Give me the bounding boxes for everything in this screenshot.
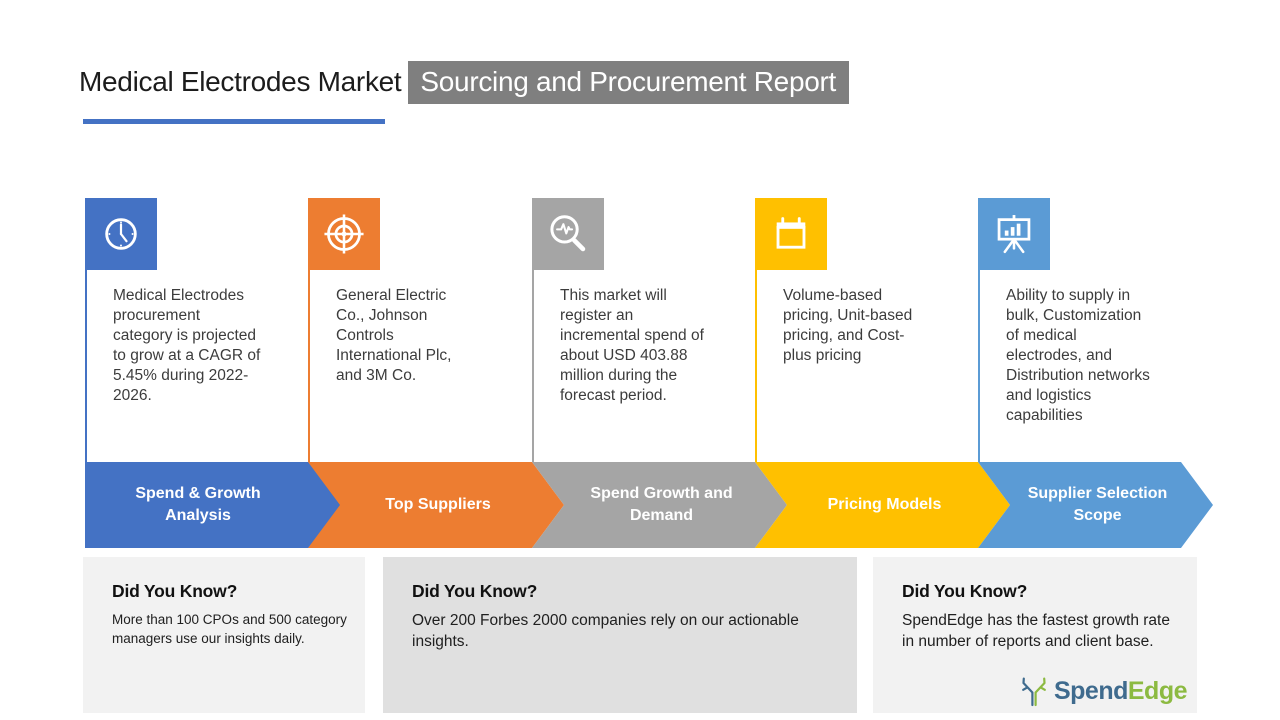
- did-you-know-heading: Did You Know?: [902, 581, 1028, 601]
- chevron-supplier-selection-scope: Supplier Selection Scope: [978, 462, 1213, 548]
- did-you-know-heading: Did You Know?: [412, 581, 538, 601]
- step-column-pricing-models: Volume-based pricing, Unit-based pricing…: [755, 198, 979, 462]
- step-description: General Electric Co., Johnson Controls I…: [336, 287, 452, 384]
- logo-edge: Edge: [1127, 676, 1188, 705]
- chevron-spend-growth-demand: Spend Growth and Demand: [532, 462, 787, 548]
- step-description: This market will register an incremental…: [560, 287, 704, 404]
- did-you-know-text: SpendEdge has the fastest growth rate in…: [902, 612, 1170, 650]
- spendedge-logo-icon: [1019, 675, 1049, 707]
- step-column-top-suppliers: General Electric Co., Johnson Controls I…: [308, 198, 532, 462]
- did-you-know-box-3: Did You Know? SpendEdge has the fastest …: [873, 557, 1197, 713]
- did-you-know-text: More than 100 CPOs and 500 category mana…: [112, 612, 347, 646]
- calendar-icon: [755, 198, 827, 270]
- column-accent-line: [978, 198, 980, 462]
- did-you-know-heading: Did You Know?: [112, 581, 238, 601]
- spendedge-logo-text: SpendEdge: [1053, 676, 1188, 706]
- step-column-supplier-selection: Ability to supply in bulk, Customization…: [978, 198, 1202, 462]
- did-you-know-text: Over 200 Forbes 2000 companies rely on o…: [412, 612, 799, 650]
- did-you-know-box-2: Did You Know? Over 200 Forbes 2000 compa…: [383, 557, 857, 713]
- column-accent-line: [755, 198, 757, 462]
- step-description: Volume-based pricing, Unit-based pricing…: [783, 287, 913, 364]
- title-underline: [83, 119, 385, 124]
- column-accent-line: [85, 198, 87, 462]
- step-description: Ability to supply in bulk, Customization…: [1006, 287, 1150, 424]
- column-accent-line: [532, 198, 534, 462]
- magnifier-pulse-icon: [532, 198, 604, 270]
- chevron-label: Supplier Selection Scope: [1027, 485, 1168, 524]
- chevron-label: Spend Growth and Demand: [590, 485, 733, 524]
- logo-spend: Spend: [1053, 676, 1128, 705]
- page-title-highlight: Sourcing and Procurement Report: [408, 61, 850, 104]
- chevron-top-suppliers: Top Suppliers: [308, 462, 564, 548]
- presentation-board-icon: [978, 198, 1050, 270]
- step-column-spend-demand: This market will register an incremental…: [532, 198, 756, 462]
- chevron-spend-growth-analysis: Spend & Growth Analysis: [85, 462, 341, 548]
- page-title-market: Medical Electrodes Market: [79, 66, 402, 97]
- chevron-pricing-models: Pricing Models: [755, 462, 1010, 548]
- step-column-spend-growth: Medical Electrodes procurement category …: [85, 198, 309, 462]
- chevron-label: Top Suppliers: [385, 496, 491, 514]
- target-icon: [308, 198, 380, 270]
- step-description: Medical Electrodes procurement category …: [113, 287, 261, 404]
- did-you-know-box-1: Did You Know? More than 100 CPOs and 500…: [83, 557, 365, 713]
- chevron-label: Pricing Models: [827, 496, 942, 514]
- clock-icon: [85, 198, 157, 270]
- spendedge-logo: SpendEdge: [1019, 675, 1188, 707]
- chevron-label: Spend & Growth Analysis: [135, 485, 261, 524]
- column-accent-line: [308, 198, 310, 462]
